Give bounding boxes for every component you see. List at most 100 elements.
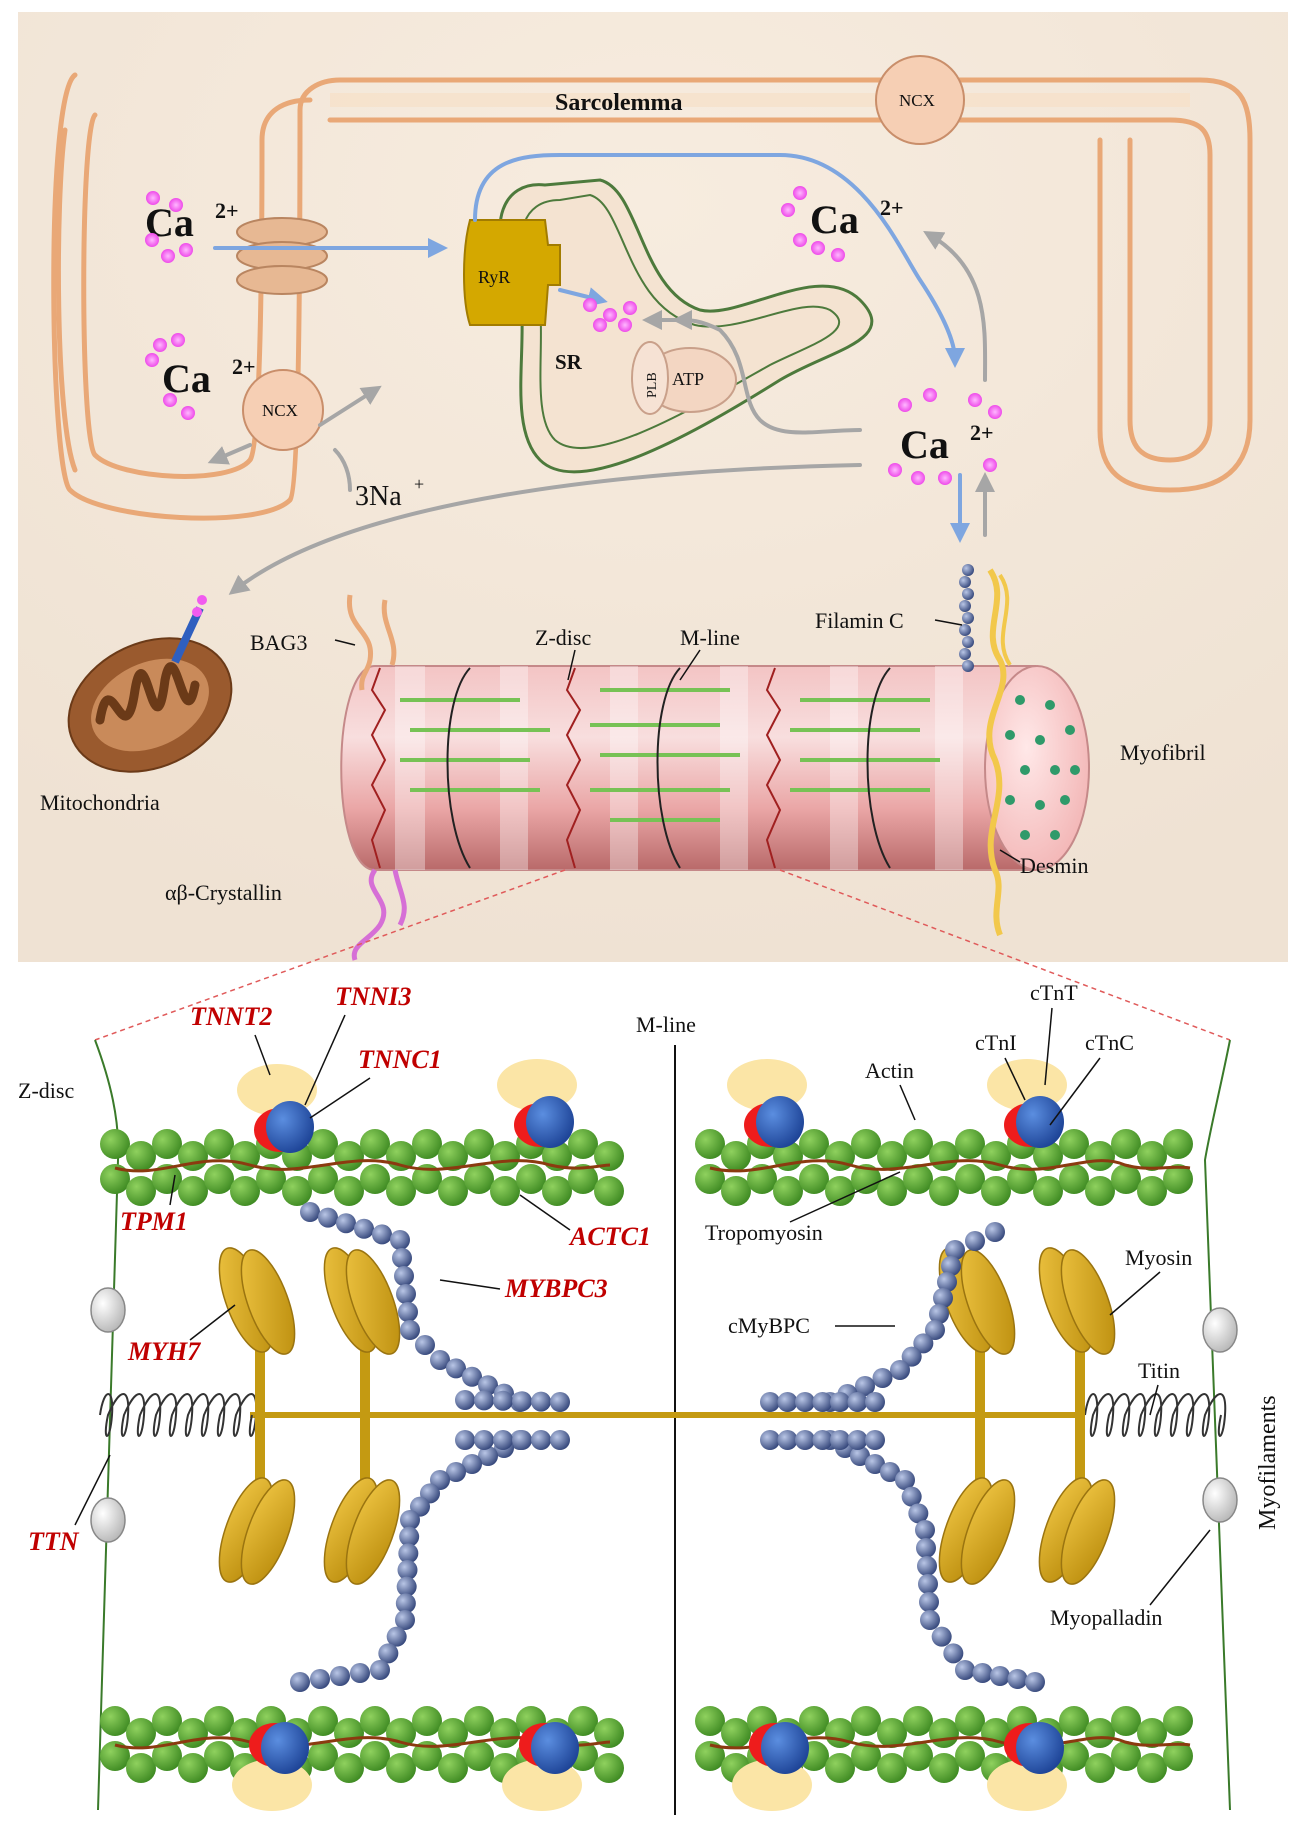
troponin-c — [266, 1101, 314, 1153]
actin-bead — [721, 1176, 751, 1206]
troponin-c — [261, 1722, 309, 1774]
sarcolemma-label: Sarcolemma — [555, 90, 683, 116]
myosin-label: Myosin — [1125, 1245, 1192, 1270]
ca-to-mitochondria-arrow — [228, 463, 862, 595]
actin-bead — [542, 1176, 572, 1206]
mybpc-bead — [931, 1626, 952, 1647]
actin-bead — [695, 1706, 725, 1736]
gene-tnni3-label: TNNI3 — [335, 982, 412, 1011]
mybpc-bead — [925, 1320, 945, 1340]
mybpc-bead — [430, 1350, 450, 1370]
actin-bead — [412, 1741, 442, 1771]
mybpc-bead — [943, 1643, 964, 1664]
actin-bead — [1111, 1706, 1141, 1736]
mybpc-chain — [820, 1430, 1045, 1692]
mybpc-bead — [850, 1446, 870, 1466]
cicr-arrow — [473, 153, 965, 368]
mybpc-bead — [847, 1392, 868, 1412]
mybpc-bead — [945, 1240, 965, 1260]
actin-bead — [152, 1706, 182, 1736]
actin-bead — [1059, 1129, 1089, 1159]
gene-tnnt2-label: TNNT2 — [190, 1002, 272, 1031]
mybpc-bead — [895, 1470, 915, 1490]
mybpc-bead — [985, 1222, 1005, 1242]
ca-left-bottom: Ca 2+ — [162, 354, 256, 401]
ncx-left: NCX — [242, 369, 324, 451]
mybpc-bead — [400, 1320, 420, 1340]
actin-bead — [825, 1176, 855, 1206]
calcium-flux-arrows — [207, 153, 995, 595]
actin-bead — [1111, 1741, 1141, 1771]
actin-bead — [1033, 1176, 1063, 1206]
actin-bead — [178, 1753, 208, 1783]
myosin-head — [345, 1479, 401, 1585]
actin-bead — [825, 1753, 855, 1783]
mybpc-bead — [918, 1574, 938, 1594]
mybpc-bead — [965, 1231, 985, 1251]
mybpc-bead — [865, 1454, 885, 1474]
gene-myh7-label: MYH7 — [127, 1337, 201, 1366]
actin-bead — [464, 1164, 494, 1194]
mybpc-bead — [920, 1610, 940, 1630]
actin-bead — [334, 1718, 364, 1748]
sr-label: SR — [555, 350, 583, 374]
actin-bead — [877, 1718, 907, 1748]
mybpc-bead — [350, 1663, 370, 1683]
myofilaments-label: Myofilaments — [1255, 1395, 1281, 1530]
troponin-complexes — [232, 1059, 1067, 1811]
ctnc-label: cTnC — [1085, 1030, 1134, 1055]
myosin-molecule — [938, 1415, 1016, 1585]
mybpc-bead — [370, 1660, 390, 1680]
actin-bead — [903, 1706, 933, 1736]
z-disc-label-top: Z-disc — [535, 625, 591, 650]
mybpc-bead — [446, 1462, 466, 1482]
myofibril: Myofibril BAG3 Z-disc M-line Filamin C α… — [165, 564, 1206, 961]
actin-bead — [334, 1176, 364, 1206]
actin-bead — [256, 1164, 286, 1194]
myopalladin-proteins — [90, 1287, 1238, 1543]
actin-bead — [490, 1176, 520, 1206]
actin-bead — [929, 1141, 959, 1171]
actin-bead — [568, 1706, 598, 1736]
actin-bead — [594, 1176, 624, 1206]
mybpc-bead — [398, 1302, 418, 1322]
l-type-calcium-channel — [236, 217, 328, 295]
actin-bead — [877, 1141, 907, 1171]
actin-bead — [877, 1176, 907, 1206]
mybpc-bead — [812, 1430, 833, 1450]
myofibril-z-discs — [370, 667, 782, 869]
actin-bead — [1085, 1718, 1115, 1748]
actin-bead — [851, 1129, 881, 1159]
mybpc-bead — [474, 1390, 494, 1411]
actin-bead — [152, 1741, 182, 1771]
mybpc-bead — [395, 1610, 415, 1630]
actin-bead — [929, 1176, 959, 1206]
actin-bead — [1085, 1753, 1115, 1783]
actin-bead — [955, 1129, 985, 1159]
ca-center-sup: 2+ — [970, 420, 994, 445]
gene-actc1-label: ACTC1 — [568, 1222, 651, 1251]
actin-bead — [568, 1164, 598, 1194]
troponin-c — [526, 1096, 574, 1148]
actin-bead — [438, 1718, 468, 1748]
mybpc-bead — [399, 1526, 420, 1547]
mybpc-bead — [394, 1266, 414, 1286]
mybpc-bead — [830, 1392, 850, 1412]
actin-bead — [386, 1176, 416, 1206]
actin-bead — [1163, 1129, 1193, 1159]
myosin-head — [1060, 1479, 1116, 1585]
mybpc-chain — [760, 1430, 885, 1450]
na-label: 3Na — [355, 481, 402, 512]
myosin-heads — [218, 1247, 1116, 1585]
mybpc-bead — [478, 1375, 498, 1396]
actin-bead — [204, 1164, 234, 1194]
actin-bead — [1137, 1753, 1167, 1783]
mybpc-bead — [455, 1390, 475, 1410]
filamin-c-label: Filamin C — [815, 608, 904, 633]
actin-bead — [594, 1141, 624, 1171]
actin-bead — [851, 1741, 881, 1771]
ca-right-top-sup: 2+ — [880, 195, 904, 220]
ryr-receptor: RyR — [463, 219, 561, 326]
mybpc-bead — [550, 1392, 570, 1412]
mybpc-chains — [290, 1202, 1045, 1692]
